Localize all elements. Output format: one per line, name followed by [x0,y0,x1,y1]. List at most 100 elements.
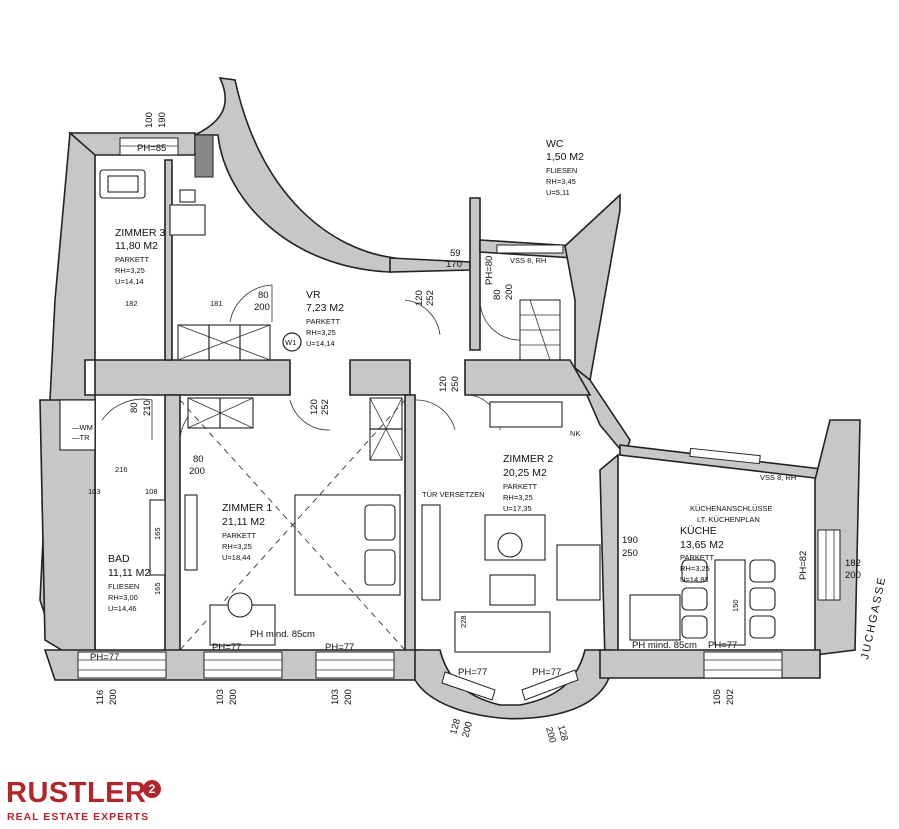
dim: 120 [438,376,449,392]
dim: 80 [492,289,503,300]
room-rh: RH=3,25 [680,564,710,573]
room-rh: RH=3,00 [108,593,138,602]
wall-bad-z1 [164,394,181,661]
room-name: BAD [108,553,130,565]
room-floor: PARKETT [503,482,537,491]
dim: 200 [189,466,205,477]
dim: 165 [153,582,162,595]
note-vss-kueche: VSS 8, RH [760,473,796,482]
dim: 216 [115,465,128,474]
dim: 108 [145,487,158,496]
room-floor: PARKETT [222,531,256,540]
floor-plan: ZIMMER 3 11,80 M2 PARKETT RH=3,25 U=14,1… [39,77,889,744]
room-bad: BAD 11,11 M2 FLIESEN RH=3,00 U=14,46 [108,553,150,613]
room-u: U=14,46 [108,604,137,613]
wall-nk [574,367,631,457]
room-name: ZIMMER 2 [503,453,553,465]
wall-diagonal-top [564,193,621,382]
room-zimmer2: ZIMMER 2 20,25 M2 PARKETT RH=3,25 U=17,3… [503,453,553,513]
room-rh: RH=3,25 [115,266,145,275]
room-u: U=14,83 [680,575,709,584]
logo-badge: 2 [143,780,161,798]
wall-mid-right [464,359,592,396]
dim: 200 [108,689,119,705]
logo-tagline: REAL ESTATE EXPERTS [7,811,150,823]
room-name: ZIMMER 1 [222,502,272,514]
ph-bad: PH=77 [90,652,119,663]
room-zimmer3: ZIMMER 3 11,80 M2 PARKETT RH=3,25 U=14,1… [115,227,165,286]
dim: 116 [95,690,106,705]
dim: 165 [153,527,162,540]
dim: 103 [88,487,101,496]
dim: 228 [459,615,468,628]
room-name: VR [306,289,321,301]
room-area: 11,11 M2 [108,567,150,579]
wall-z1-z2 [404,394,416,661]
dim: 80 [193,454,204,465]
ph-top: PH=85 [137,143,166,154]
dim: 103 [330,689,341,705]
room-u: U=14,14 [115,277,144,286]
dim: 182 [125,299,138,308]
dim: 202 [725,689,736,705]
wall-z3-vr [164,159,173,361]
note-w1: W1 [285,338,296,347]
room-rh: RH=3,45 [546,177,576,186]
note-wm: —WM [72,423,93,432]
note-tuer-versetzen: TÜR VERSETZEN [422,490,485,499]
ph-z1-a: PH=77 [212,642,241,653]
room-u: U=18,44 [222,553,251,562]
room-kueche: KÜCHENANSCHLÜSSE LT. KÜCHENPLAN KÜCHE 13… [680,504,773,584]
dim: 200 [343,689,354,705]
wall-z2-k [599,453,619,661]
dim: 252 [320,399,331,415]
room-vr: VR 7,23 M2 PARKETT RH=3,25 U=14,14 [306,289,344,348]
ph-mind-z1: PH mind. 85cm [250,629,315,640]
parapet-heights: PH=85 PH=80 PH=77 PH=77 PH mind. 85cm PH… [90,143,809,678]
room-floor: PARKETT [115,255,149,264]
dim: 128 [448,718,463,736]
ph-mind-kueche: PH mind. 85cm [632,640,697,651]
room-area: 1,50 M2 [546,151,584,163]
room-wc: WC 1,50 M2 FLIESEN RH=3,45 U=5,11 [546,138,584,197]
dimensions: 100 190 59 170 80 200 181 182 120 252 80… [88,112,861,744]
dim: 200 [228,689,239,705]
wall-wc-left [469,197,481,351]
dim: 200 [504,284,515,300]
note-vss-wc: VSS 8, RH [510,256,546,265]
dim: 128 [555,724,570,742]
ph-z1-b: PH=77 [325,642,354,653]
room-name: KÜCHE [680,525,717,537]
furniture [59,134,776,653]
ph-z2-b: PH=77 [532,667,561,678]
wall-bay [414,649,611,720]
room-floor: FLIESEN [546,166,577,175]
dim: 200 [254,302,270,313]
ph-kueche: PH=77 [708,640,737,651]
dim: 190 [622,535,638,546]
room-area: 7,23 M2 [306,302,344,314]
notes: TÜR VERSETZEN NK W1 VSS 8, RH VSS 8, RH … [72,256,796,499]
dim: 200 [543,726,558,744]
wall-kueche-top [619,444,834,481]
dim: 250 [622,548,638,559]
kitchen-note-1: KÜCHENANSCHLÜSSE [690,504,773,513]
dim: 182 [845,558,861,569]
room-rh: RH=3,25 [503,493,533,502]
windows [77,137,841,701]
dim: 120 [414,290,425,306]
ph-z2-a: PH=77 [458,667,487,678]
kitchen-note-2: LT. KÜCHENPLAN [697,515,760,524]
room-name: WC [546,138,564,150]
rustler-logo: RUSTLER 2 REAL ESTATE EXPERTS [6,778,176,826]
room-u: U=5,11 [546,188,570,197]
room-zimmer1: ZIMMER 1 21,11 M2 PARKETT RH=3,25 U=18,4… [222,502,272,562]
logo-brand: RUSTLER [6,777,147,809]
dim: 105 [712,689,723,705]
dim: 200 [845,570,861,581]
room-floor: PARKETT [680,553,714,562]
dim: 120 [309,399,320,415]
dim: 100 [144,112,155,128]
note-tr: —TR [72,433,90,442]
doors [101,284,521,441]
